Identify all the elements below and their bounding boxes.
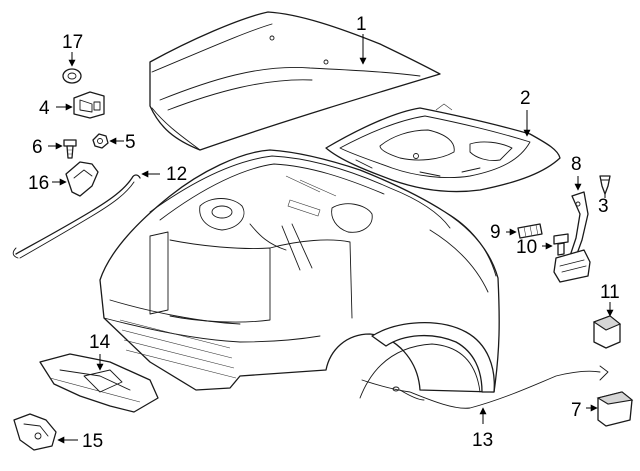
callout-10-label: 10 — [516, 237, 537, 258]
callout-5: 5 — [109, 132, 136, 153]
hood-bumper-retainer — [73, 91, 105, 119]
callout-15-label: 15 — [82, 431, 103, 452]
callout-8: 8 — [571, 154, 582, 191]
callout-16: 16 — [28, 173, 67, 194]
release-cable — [361, 365, 609, 409]
callout-5-label: 5 — [125, 132, 136, 153]
callout-15: 15 — [57, 431, 103, 452]
callout-1: 1 — [356, 14, 367, 65]
callout-9: 9 — [490, 222, 517, 243]
hinge-bolt-2 — [553, 233, 569, 256]
grommet — [62, 68, 82, 84]
callout-2-label: 2 — [520, 88, 531, 109]
callout-13: 13 — [472, 407, 493, 451]
callout-3-label: 3 — [598, 196, 609, 217]
callout-3: 3 — [598, 194, 609, 217]
callout-14-label: 14 — [89, 332, 111, 353]
callout-13-label: 13 — [472, 430, 493, 451]
hood-insulator — [325, 103, 561, 193]
callout-2: 2 — [520, 88, 531, 137]
hood — [149, 11, 441, 151]
nut — [92, 133, 109, 149]
callout-11-label: 11 — [600, 282, 620, 303]
prop-rod — [12, 174, 141, 259]
hinge-cover — [592, 315, 622, 349]
callout-14: 14 — [89, 332, 111, 371]
callout-17-label: 17 — [62, 32, 83, 53]
callout-7-label: 7 — [571, 400, 582, 421]
hinge-bolt — [517, 223, 543, 239]
callout-4-label: 4 — [39, 98, 50, 119]
callout-4: 4 — [39, 98, 73, 119]
callout-6-label: 6 — [32, 137, 43, 158]
callout-8-label: 8 — [571, 154, 582, 175]
callout-6: 6 — [32, 137, 63, 158]
lower-bracket — [13, 413, 57, 451]
callout-1-label: 1 — [356, 14, 367, 35]
air-deflector — [39, 353, 159, 413]
callout-17: 17 — [62, 32, 83, 67]
callout-12: 12 — [141, 164, 187, 185]
callout-11: 11 — [600, 282, 620, 317]
callout-16-label: 16 — [28, 173, 49, 194]
prop-rod-clip — [65, 161, 99, 197]
clip-screw — [599, 175, 611, 195]
front-end-body — [99, 149, 500, 399]
latch-cover — [596, 391, 634, 427]
callout-7: 7 — [571, 400, 598, 421]
callout-10: 10 — [516, 237, 553, 258]
hood-hinge — [553, 191, 591, 283]
callout-12-label: 12 — [166, 164, 187, 185]
bolt — [63, 139, 77, 159]
callout-9-label: 9 — [490, 222, 501, 243]
